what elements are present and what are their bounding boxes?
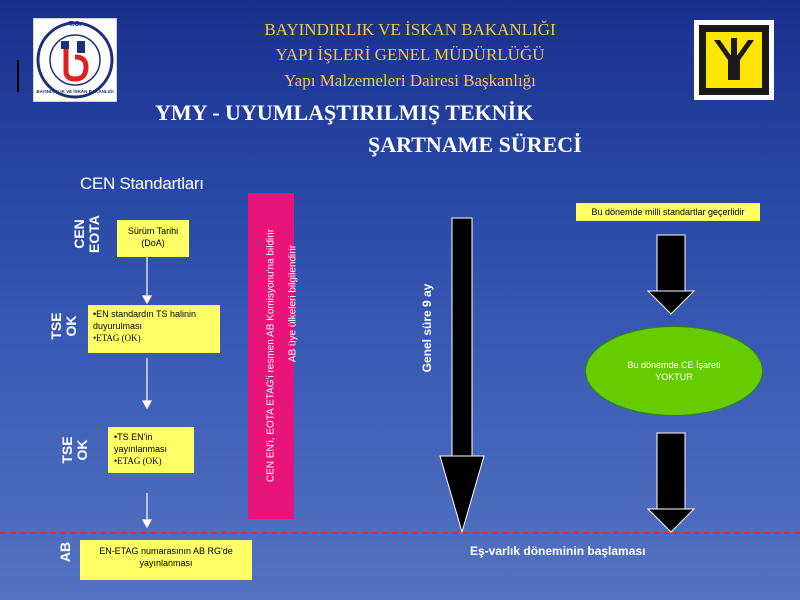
ab-rg-box: EN-ETAG numarasının AB RG'de yayınlanmas… [80, 540, 252, 580]
directorate-name: YAPI İŞLERİ GENEL MÜDÜRLÜĞÜ [275, 45, 545, 64]
notification-text-2: AB üye ülkeleri bilgilendirir [287, 244, 299, 363]
ts-announcement-box: •EN standardın TS halinin duyurulması •E… [88, 305, 220, 353]
notification-text-1: CEN EN'i, EOTA ETAG'i resmen AB Komisyon… [265, 228, 277, 483]
ab-line-2: yayınlanması [139, 558, 193, 568]
doa-line-1: Sürüm Tarihi [127, 226, 179, 236]
row-label-tse-ok-1: TSE OK [48, 296, 81, 356]
ellipse-line-1: Bu dönemde CE İşareti [627, 360, 721, 370]
row-label-ab: AB [57, 522, 82, 582]
ab-line-1: EN-ETAG numarasının AB RG'de [99, 546, 233, 556]
ts-line-2: duyurulması [93, 321, 143, 331]
duration-label: Genel süre 9 ay [420, 283, 434, 373]
seal-ring-text: BAYINDIRLIK VE İSKAN BAKANLIĞI [36, 89, 114, 94]
tsen-line-1: •TS EN'in [114, 432, 153, 442]
ministry-name: BAYINDIRLIK VE İSKAN BAKANLIĞI [264, 20, 556, 39]
slide-title-line1: YMY - UYUMLAŞTIRILMIŞ TEKNİK [155, 100, 534, 125]
tsen-line-3: •ETAG (OK) [114, 456, 162, 466]
ministry-seal-icon [36, 21, 114, 99]
duration-arrow [439, 217, 485, 534]
doa-line-2: (DoA) [141, 238, 165, 248]
flow-arrow-3 [141, 493, 153, 529]
department-name: Yapı Malzemeleri Dairesi Başkanlığı [284, 71, 536, 90]
coexistence-start-label: Eş-varlık döneminin başlaması [470, 544, 646, 558]
right-arrow-bottom [646, 432, 696, 533]
notification-bar: CEN EN'i, EOTA ETAG'i resmen AB Komisyon… [248, 193, 299, 519]
section-title: CEN Standartları [80, 174, 204, 193]
seal-top-text: T.C. [68, 21, 82, 28]
doa-box: Sürüm Tarihi (DoA) [117, 220, 189, 257]
coexistence-divider [0, 532, 800, 534]
row-label-text: TSE OK [59, 436, 90, 464]
slide-title-line2: ŞARTNAME SÜRECİ [368, 132, 582, 157]
row-label-text: AB [57, 541, 73, 563]
ellipse-line-2: YOKTUR [655, 372, 693, 382]
yig-logo [694, 20, 774, 100]
ts-line-1: •EN standardın TS halinin [93, 309, 197, 319]
no-ce-mark-ellipse: Bu dönemde CE İşareti YOKTUR [585, 326, 763, 416]
national-standards-box: Bu dönemde milli standartlar geçerlidir [576, 203, 760, 221]
ts-line-3: •ETAG (OK) [93, 333, 141, 343]
right-arrow-top [646, 234, 696, 315]
left-edge-line [17, 60, 19, 92]
row-label-tse-ok-2: TSE OK [59, 420, 92, 480]
row-label-text: TSE OK [48, 312, 79, 340]
ts-en-publish-box: •TS EN'in yayınlanması •ETAG (OK) [108, 427, 194, 473]
yig-emblem-icon [699, 25, 769, 95]
ministry-logo: T.C. BAYINDIRLIK VE İSKAN BAKANLIĞI [33, 18, 117, 102]
row-label-cen-eota: CEN EOTA [71, 204, 104, 264]
row-label-text: CEN EOTA [71, 215, 102, 253]
flow-arrow-2 [141, 358, 153, 410]
flow-arrow-1 [141, 257, 153, 305]
tsen-line-2: yayınlanması [114, 444, 168, 454]
